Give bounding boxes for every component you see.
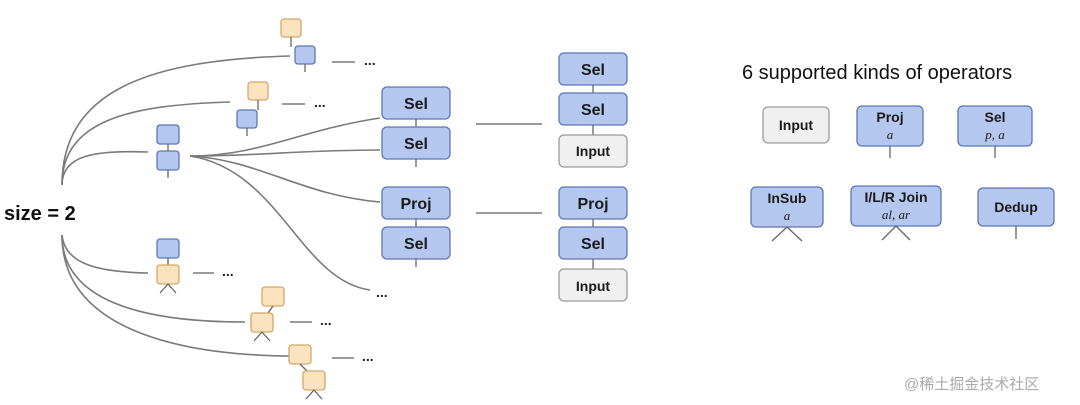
operator-label: Sel <box>404 96 428 113</box>
operator-name: Sel <box>984 109 1005 125</box>
operator-child-edge <box>771 226 788 242</box>
small-node <box>156 264 180 285</box>
tree-edge <box>299 363 308 372</box>
tree-edge <box>261 331 271 342</box>
small-node <box>156 238 180 259</box>
fan-curve <box>189 155 381 203</box>
fan-curve <box>61 101 231 186</box>
fan-curve <box>189 155 371 291</box>
ellipsis: ... <box>222 263 234 279</box>
operator-label: Input <box>576 278 611 294</box>
fan-curve <box>61 234 291 357</box>
operator-label: Sel <box>404 236 428 253</box>
ellipsis: ... <box>376 284 388 300</box>
ellipsis: ... <box>314 94 326 110</box>
fan-curves <box>61 55 381 357</box>
operator-child-edge <box>786 226 803 242</box>
fan-curve <box>189 149 381 157</box>
operator-param: a <box>887 127 894 142</box>
operator-label: Sel <box>581 102 605 119</box>
small-node-trees: ... ... ... ... ... <box>156 18 376 400</box>
tree-edge <box>267 305 274 314</box>
fan-curve <box>189 117 381 157</box>
small-node <box>247 81 269 101</box>
ellipsis: ... <box>364 52 376 68</box>
small-node <box>294 45 316 65</box>
small-node <box>261 286 285 307</box>
operator-label: Proj <box>577 196 608 213</box>
operator-label: Sel <box>581 236 605 253</box>
operator-child-edge <box>881 225 897 241</box>
operator-param: al, ar <box>882 207 911 222</box>
operator-label: Sel <box>404 136 428 153</box>
right-column: Sel Sel Input Proj Sel Input <box>558 52 628 302</box>
small-node <box>302 370 326 391</box>
operator-label: Proj <box>400 196 431 213</box>
tree-edge <box>313 389 323 400</box>
operator-name: Input <box>779 117 814 133</box>
size-label: size = 2 <box>4 203 76 225</box>
small-node <box>280 18 302 38</box>
operator-name: InSub <box>768 190 807 206</box>
tree-edge <box>159 283 169 294</box>
fan-curve <box>61 234 246 323</box>
operator-label: Input <box>576 143 611 159</box>
operator-param: a <box>784 208 791 223</box>
operator-name: Dedup <box>994 199 1038 215</box>
input-box <box>558 268 628 302</box>
operator-label: Sel <box>581 62 605 79</box>
small-node <box>156 124 180 145</box>
middle-column: Sel Sel Proj Sel ... <box>376 86 451 300</box>
small-node <box>288 344 312 365</box>
operator-param: p, a <box>984 127 1005 142</box>
ellipsis: ... <box>320 312 332 328</box>
tree-edge <box>167 283 177 294</box>
fan-curve <box>61 55 291 186</box>
operator-input <box>762 106 830 144</box>
fan-curve <box>61 150 149 186</box>
operator-name: I/L/R Join <box>865 189 928 205</box>
operators-panel: 6 supported kinds of operators Input Pro… <box>742 62 1055 242</box>
operators-panel-title: 6 supported kinds of operators <box>742 62 1012 84</box>
small-node <box>236 109 258 129</box>
watermark: @稀土掘金技术社区 <box>904 376 1039 393</box>
ellipsis: ... <box>362 348 374 364</box>
small-node <box>250 312 274 333</box>
operator-name: Proj <box>876 109 903 125</box>
tree-edge <box>305 389 315 400</box>
fan-curve <box>61 234 149 274</box>
small-node <box>156 150 180 171</box>
tree-edge <box>253 331 263 342</box>
operator-child-edge <box>895 225 911 241</box>
input-box <box>558 134 628 168</box>
